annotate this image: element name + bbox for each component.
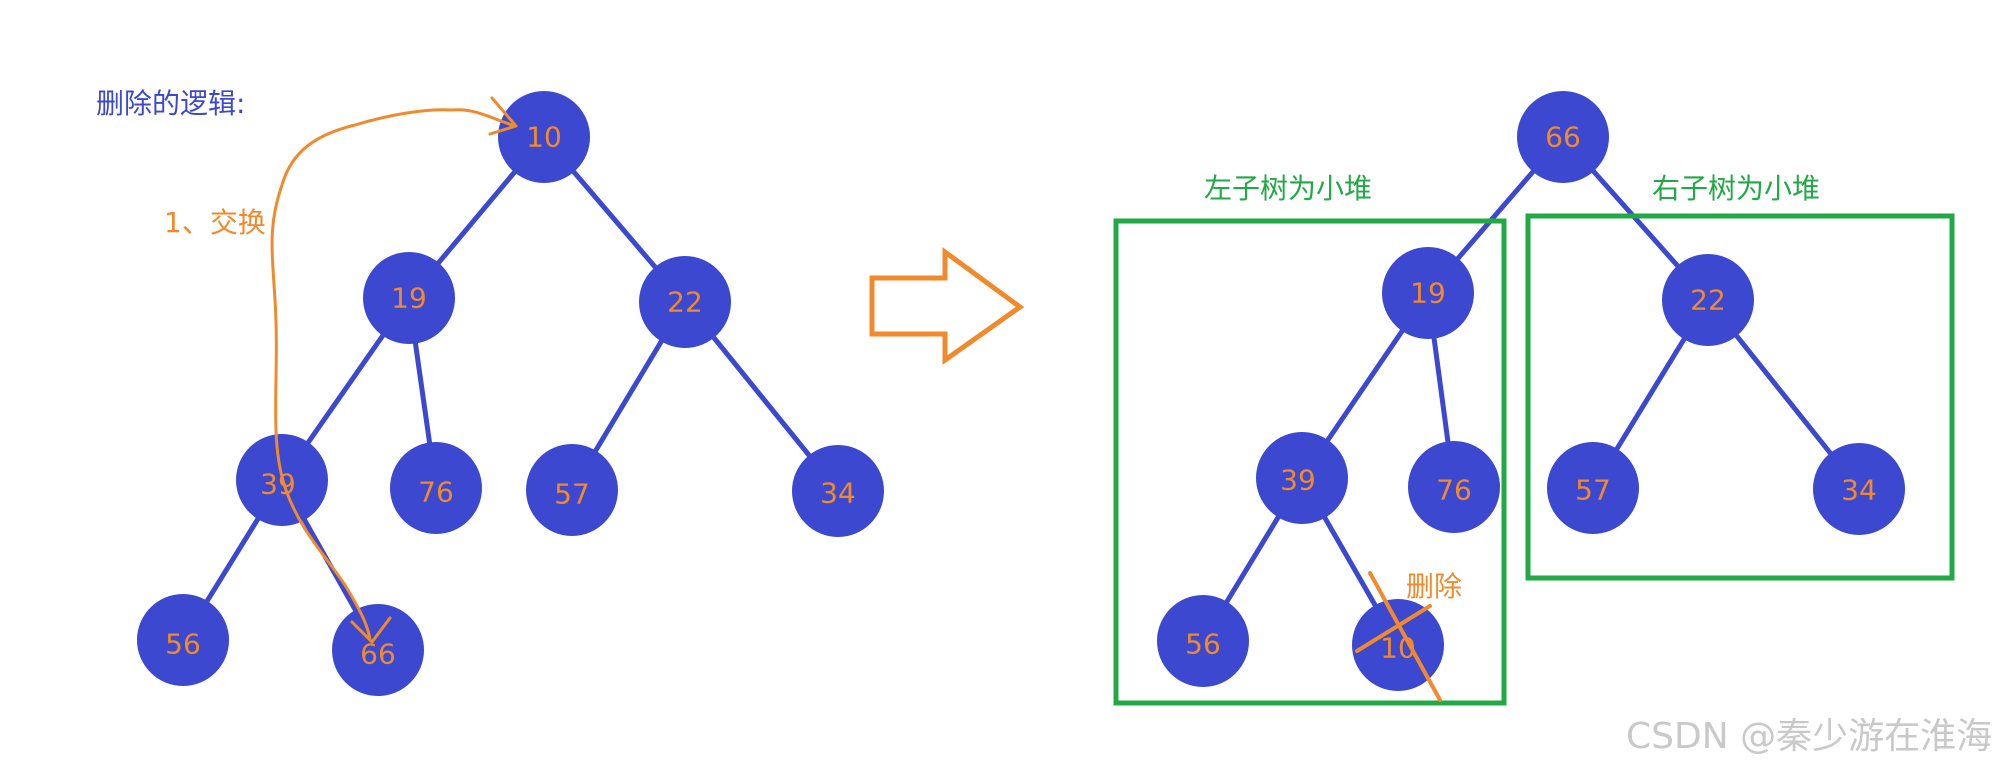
- svg-text:19: 19: [1410, 277, 1446, 310]
- tree-node: 66: [1517, 91, 1609, 183]
- svg-text:56: 56: [165, 628, 201, 661]
- after-tree: [1200, 135, 1861, 647]
- svg-text:34: 34: [820, 477, 856, 510]
- tree-node: 22: [639, 256, 731, 348]
- arrowhead-top: [488, 96, 518, 136]
- svg-text:22: 22: [667, 286, 703, 319]
- tree-node: 56: [1157, 595, 1249, 687]
- left-subtree-label: 左子树为小堆: [1204, 172, 1372, 205]
- svg-text:34: 34: [1841, 474, 1877, 507]
- tree-node: 10: [498, 91, 590, 183]
- tree-node: 57: [1547, 442, 1639, 534]
- right-subtree-box: [1525, 213, 1955, 581]
- svg-text:19: 19: [391, 282, 427, 315]
- tree-node: 39: [1256, 432, 1348, 524]
- svg-text:39: 39: [1280, 464, 1316, 497]
- diagram-title: 删除的逻辑:: [96, 87, 245, 120]
- tree-node: 76: [390, 442, 482, 534]
- svg-text:22: 22: [1690, 284, 1726, 317]
- svg-text:57: 57: [554, 478, 590, 511]
- before-nodes: 10 19 22 39 76 57 34 56: [137, 91, 884, 696]
- svg-text:76: 76: [418, 476, 454, 509]
- before-tree: [180, 135, 840, 652]
- svg-text:66: 66: [360, 638, 396, 671]
- svg-text:56: 56: [1185, 628, 1221, 661]
- tree-node: 66: [332, 604, 424, 696]
- swap-step-label: 1、交换: [164, 206, 266, 239]
- right-subtree-label: 右子树为小堆: [1652, 172, 1820, 205]
- arrowhead-bottom: [350, 616, 392, 644]
- transition-arrow: [869, 247, 1025, 365]
- svg-text:10: 10: [526, 121, 562, 154]
- tree-node: 19: [1382, 247, 1474, 339]
- swap-arrow: [270, 96, 518, 644]
- svg-text:39: 39: [260, 468, 296, 501]
- tree-node: 57: [526, 444, 618, 536]
- tree-node: 56: [137, 594, 229, 686]
- after-nodes: 66 19 22 39 76 57 34 56: [1157, 91, 1905, 691]
- delete-label: 删除: [1406, 570, 1462, 603]
- delete-cross: [1355, 571, 1442, 702]
- tree-node: 34: [792, 445, 884, 537]
- watermark: CSDN @秦少游在淮海: [1626, 716, 1992, 757]
- tree-node: 76: [1408, 441, 1500, 533]
- svg-text:57: 57: [1575, 474, 1611, 507]
- svg-text:66: 66: [1545, 121, 1581, 154]
- left-subtree-box: [1113, 218, 1507, 706]
- tree-node: 22: [1662, 254, 1754, 346]
- tree-node: 34: [1813, 443, 1905, 535]
- tree-node: 19: [363, 252, 455, 344]
- svg-text:76: 76: [1436, 474, 1472, 507]
